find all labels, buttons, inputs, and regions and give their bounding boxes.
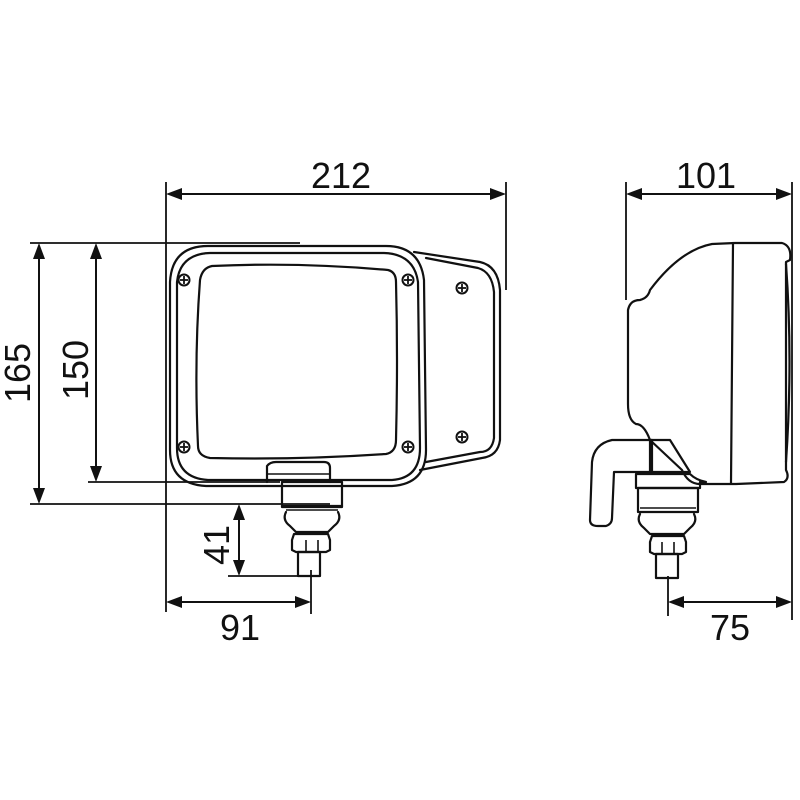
screw-icon <box>177 440 191 454</box>
housing-inner-bezel <box>175 251 422 482</box>
dimension-label-150: 150 <box>55 340 96 400</box>
side-mount-stud <box>634 472 708 616</box>
lens <box>195 263 399 460</box>
mount-tab <box>265 460 332 484</box>
dimension-41: 41 <box>196 504 245 576</box>
screw-icon <box>401 273 415 287</box>
screw-icon <box>455 281 469 295</box>
screw-icon <box>177 273 191 287</box>
dimension-101: 101 <box>626 155 792 200</box>
screw-icon <box>455 430 469 444</box>
lens-divider <box>729 241 735 485</box>
side-bracket <box>412 250 502 472</box>
mount-stud <box>280 480 344 614</box>
lens-front <box>784 262 791 464</box>
housing-outer-bezel <box>168 244 428 488</box>
dimension-91: 91 <box>166 596 311 648</box>
side-bracket-inner <box>424 256 496 464</box>
cable-hook <box>588 438 654 528</box>
dimension-212: 212 <box>166 155 506 200</box>
front-view: 212 165 150 41 91 <box>0 155 507 648</box>
dimension-label-165: 165 <box>0 343 38 403</box>
dimension-label-91: 91 <box>220 607 260 648</box>
dimension-150: 150 <box>55 243 102 482</box>
dimension-label-41: 41 <box>196 525 237 565</box>
dimension-label-101: 101 <box>676 155 736 196</box>
dimension-label-75: 75 <box>710 607 750 648</box>
side-view: 101 75 <box>588 155 793 648</box>
dimension-label-212: 212 <box>311 155 371 196</box>
lamp-body <box>626 241 792 486</box>
screw-icon <box>401 440 415 454</box>
dimension-75: 75 <box>668 596 792 648</box>
dimension-165: 165 <box>0 243 45 504</box>
